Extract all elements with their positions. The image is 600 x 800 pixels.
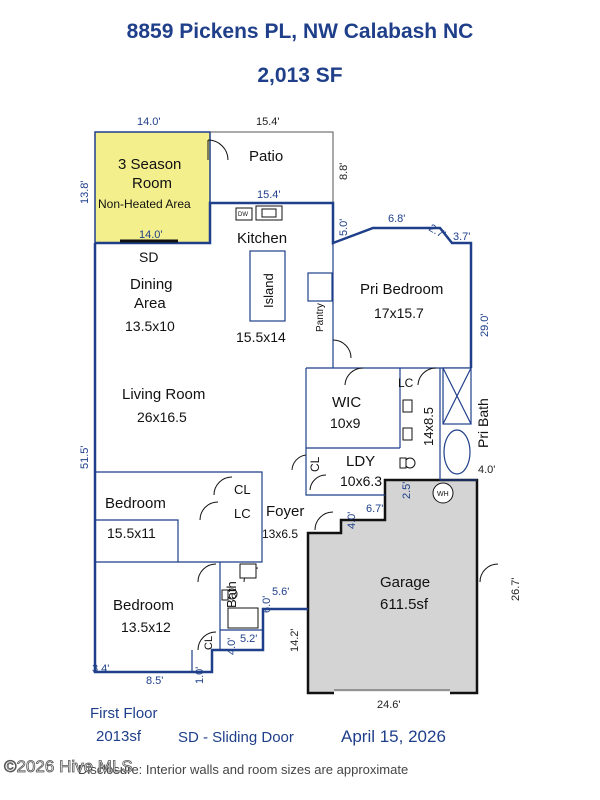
pri-bedroom-size: 17x15.7 xyxy=(374,305,424,321)
three-season-room-area xyxy=(94,131,211,244)
dim-6-0: 6.0' xyxy=(261,596,273,613)
disclosure-text: Disclosure: Interior walls and room size… xyxy=(78,762,408,777)
foyer-label: Foyer xyxy=(266,503,304,520)
cl-bedroom1-label: CL xyxy=(234,482,251,497)
date-label: April 15, 2026 xyxy=(341,727,446,746)
ldy-size: 10x6.3 xyxy=(340,473,382,489)
pri-bedroom-label: Pri Bedroom xyxy=(360,281,443,298)
dim-13-8: 13.8' xyxy=(79,180,91,204)
three-season-label-1: 3 Season xyxy=(118,156,181,173)
floor-label: First Floor xyxy=(90,705,158,722)
dim-15-4-top: 15.4' xyxy=(256,116,280,128)
dim-1-0: 1.0' xyxy=(194,667,206,684)
patio-label: Patio xyxy=(249,148,283,165)
ldy-label: LDY xyxy=(346,453,375,470)
dim-24-6: 24.6' xyxy=(377,699,401,711)
bedroom1-label: Bedroom xyxy=(105,495,166,512)
floor-area-label: 2013sf xyxy=(96,728,142,745)
dining-label-2: Area xyxy=(134,295,166,312)
kitchen-label: Kitchen xyxy=(237,230,287,247)
door-swings xyxy=(120,139,499,695)
sd-label: SD xyxy=(139,249,158,265)
bath-label: Bath xyxy=(224,581,239,608)
living-label: Living Room xyxy=(122,386,205,403)
dining-label-1: Dining xyxy=(130,276,173,293)
three-season-label-2: Room xyxy=(132,175,172,192)
address-title: 8859 Pickens PL, NW Calabash NC xyxy=(126,20,474,43)
patio-outline xyxy=(210,131,334,203)
dim-2-5: 2.5' xyxy=(401,482,413,499)
dim-3-4: 3.4' xyxy=(92,663,109,675)
dim-51-5: 51.5' xyxy=(79,445,91,469)
dw-label: DW xyxy=(238,212,248,218)
watermark-text: ©2026 Hive MLS xyxy=(4,757,133,776)
interior-walls xyxy=(94,243,477,672)
exterior-walls xyxy=(93,201,473,674)
garage-label: Garage xyxy=(380,574,430,591)
dim-15-4-mid: 15.4' xyxy=(257,189,281,201)
dim-8-5: 8.5' xyxy=(146,675,163,687)
dim-4-0-low: 4.0' xyxy=(226,638,238,655)
wh-label: WH xyxy=(437,491,449,498)
cl-ldy-label: CL xyxy=(308,456,322,472)
area-title: 2,013 SF xyxy=(257,64,343,87)
dim-4-0-foyer: 4.0' xyxy=(346,512,358,529)
kitchen-size: 15.5x14 xyxy=(236,329,286,345)
fixtures xyxy=(221,205,454,629)
bedroom2-size: 13.5x12 xyxy=(121,619,171,635)
wic-size: 10x9 xyxy=(330,415,361,431)
wic-label: WIC xyxy=(332,394,361,411)
dim-5-2: 5.2' xyxy=(240,633,257,645)
bedroom2-label: Bedroom xyxy=(113,597,174,614)
pri-bath-size: 14x8.5 xyxy=(421,407,436,446)
garage-size: 611.5sf xyxy=(380,596,429,613)
dim-2-7: 2.7' xyxy=(427,222,448,241)
pri-bath-label: Pri Bath xyxy=(475,398,491,448)
cl-bedroom2-label: CL xyxy=(203,636,215,650)
pantry-label: Pantry xyxy=(315,303,326,332)
dim-3-7: 3.7' xyxy=(453,231,470,243)
dim-5-6: 5.6' xyxy=(272,586,289,598)
non-heated-label: Non-Heated Area xyxy=(98,197,191,211)
dim-6-7: 6.7' xyxy=(366,503,383,515)
lc-bedroom1-label: LC xyxy=(234,506,251,521)
dim-6-8: 6.8' xyxy=(388,213,405,225)
dim-5-0: 5.0' xyxy=(338,219,350,236)
dim-26-7: 26.7' xyxy=(510,577,522,601)
foyer-size: 13x6.5 xyxy=(262,527,298,541)
bedroom1-size: 15.5x11 xyxy=(107,525,156,541)
dining-size: 13.5x10 xyxy=(125,318,175,334)
legend-label: SD - Sliding Door xyxy=(178,729,294,746)
dim-14-0-mid: 14.0' xyxy=(139,229,163,241)
island-label: Island xyxy=(261,273,276,308)
dim-4-0-bath: 4.0' xyxy=(478,464,495,476)
dim-29-0: 29.0' xyxy=(479,313,491,337)
living-size: 26x16.5 xyxy=(137,409,187,425)
dim-14-2: 14.2' xyxy=(289,628,301,652)
lc-pri-label: LC xyxy=(398,376,414,390)
dim-8-8: 8.8' xyxy=(338,163,350,180)
dim-14-0-top: 14.0' xyxy=(137,116,161,128)
